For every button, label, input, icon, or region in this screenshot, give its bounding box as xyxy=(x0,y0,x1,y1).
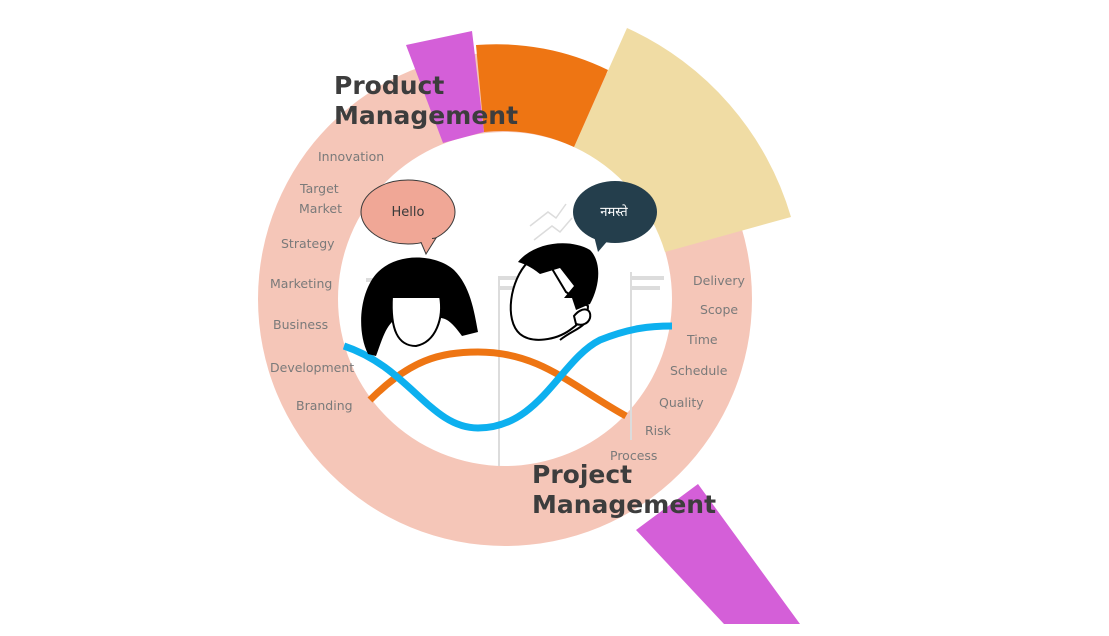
pink-segment xyxy=(406,31,484,143)
keyword-market: Market xyxy=(299,201,342,216)
namaste-speech-bubble: नमस्ते xyxy=(573,181,657,252)
keyword-branding: Branding xyxy=(296,398,353,413)
magnifier-handle xyxy=(636,484,800,624)
keyword-schedule: Schedule xyxy=(670,363,728,378)
keyword-strategy: Strategy xyxy=(281,236,335,251)
project-management-title-line2: Management xyxy=(532,490,716,519)
product-management-title-line1: Product xyxy=(334,71,444,100)
chart-background xyxy=(366,203,664,466)
keyword-process: Process xyxy=(610,448,657,463)
keyword-target: Target xyxy=(299,181,339,196)
keyword-quality: Quality xyxy=(659,395,704,410)
keyword-innovation: Innovation xyxy=(318,149,384,164)
sand-segment xyxy=(574,28,791,252)
blue-wave xyxy=(342,322,673,432)
product-management-title-line2: Management xyxy=(334,101,518,130)
keyword-business: Business xyxy=(273,317,328,332)
man-avatar xyxy=(509,243,599,341)
keyword-delivery: Delivery xyxy=(693,273,745,288)
orange-wave xyxy=(367,348,628,420)
keyword-time: Time xyxy=(686,332,718,347)
woman-avatar xyxy=(361,257,478,356)
namaste-bubble-text: नमस्ते xyxy=(600,204,628,220)
keyword-scope: Scope xyxy=(700,302,738,317)
project-management-title-line1: Project xyxy=(532,460,632,489)
keyword-development: Development xyxy=(270,360,354,375)
keyword-risk: Risk xyxy=(645,423,672,438)
hello-bubble-text: Hello xyxy=(392,205,425,220)
orange-segment xyxy=(476,44,608,147)
keyword-marketing: Marketing xyxy=(270,276,332,291)
hello-speech-bubble: Hello xyxy=(360,179,456,256)
